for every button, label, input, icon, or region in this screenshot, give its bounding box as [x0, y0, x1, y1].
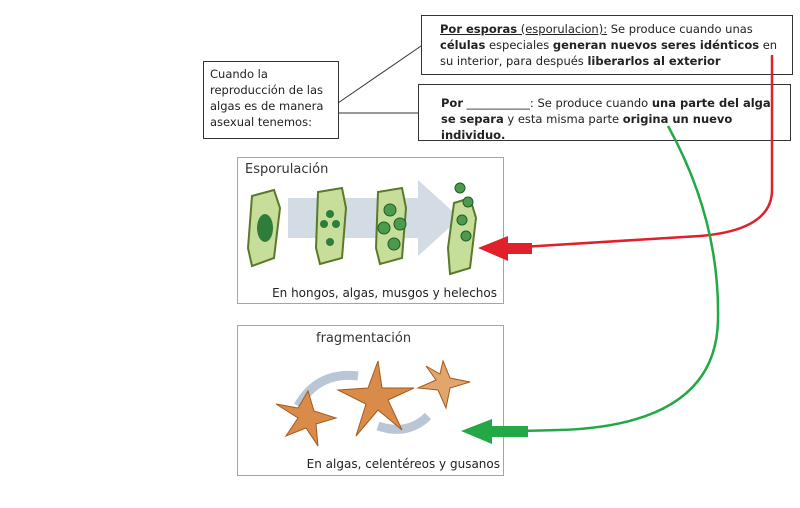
esporas-heading-paren: (esporulacion): — [517, 22, 608, 36]
fragmentacion-title: fragmentación — [316, 331, 412, 346]
bold-text: liberarlos al exterior — [587, 54, 721, 68]
text: y esta misma parte — [503, 112, 623, 126]
fragmentacion-caption: En algas, celentéreos y gusanos — [306, 457, 500, 471]
bold-text: células — [440, 38, 486, 52]
bold-text: generan nuevos seres idénticos — [552, 38, 760, 52]
esporulacion-panel: Esporulación En hongos, algas, musgos y … — [237, 157, 504, 304]
esporas-box: Por esporas (esporulacion): Se produce c… — [421, 15, 793, 75]
text: : Se produce cuando — [529, 96, 652, 110]
esporas-heading: Por esporas — [440, 22, 518, 36]
fragment-heading: Por — [441, 96, 464, 110]
starfish-large — [336, 360, 415, 437]
green-arrow-head — [461, 419, 528, 444]
connector-line-esporas — [337, 45, 422, 104]
intro-box: Cuando la reproducción de las algas es d… — [203, 61, 339, 139]
cycle-arrow — [376, 412, 432, 434]
bold-text: origina un nuevo individuo. — [441, 112, 733, 142]
red-arrow-head — [478, 236, 532, 261]
text: en su interior, para después — [440, 38, 778, 68]
bold-text: una parte del alga se separa — [441, 96, 771, 126]
esporulacion-caption: En hongos, algas, musgos y helechos — [272, 286, 497, 300]
fragmentacion-illustration — [275, 359, 471, 447]
text: Se produce cuando unas — [607, 22, 753, 36]
fragmentacion-box: Por ___________: Se produce cuando una p… — [418, 84, 791, 142]
green-arrow-line — [519, 125, 720, 433]
cycle-arrow — [294, 370, 359, 409]
text: especiales — [485, 38, 553, 52]
intro-text: Cuando la reproducción de las algas es d… — [210, 67, 324, 129]
fragmentacion-panel: fragmentación En algas, celentéreos y gu… — [237, 325, 504, 476]
starfish-regenerating — [416, 359, 471, 410]
nucleus — [257, 214, 273, 242]
esporulacion-illustration — [246, 180, 478, 276]
starfish-small — [275, 389, 338, 447]
fill-blank[interactable]: ___________ — [466, 96, 530, 110]
red-arrow-line — [504, 55, 774, 250]
cell-2 — [314, 186, 348, 266]
esporulacion-title: Esporulación — [245, 162, 329, 177]
